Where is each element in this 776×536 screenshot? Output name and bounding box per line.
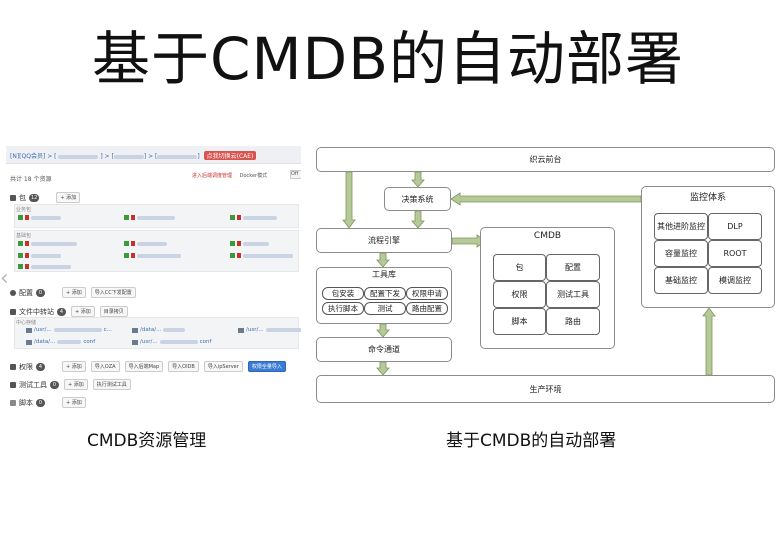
monitoring-label: 监控体系 xyxy=(689,193,726,203)
script-icon xyxy=(10,399,16,406)
cmdb-label: CMDB xyxy=(533,231,562,241)
section-permission: 权限 4 + 添加 导入OZA 导入后端Map 导入OIDB 导入ipServe… xyxy=(10,361,286,372)
backend-link[interactable]: 进入后端调度管理 Docker模式 xyxy=(192,173,268,179)
monitor-item: 基础监控 xyxy=(654,267,708,294)
run-test-button[interactable]: 执行测试工具 xyxy=(92,379,131,390)
list-item[interactable]: /data/...conf xyxy=(26,339,95,345)
section-test-tools: 测试工具 0 + 添加 执行测试工具 xyxy=(10,379,131,390)
top-frontend-box: 织云前台 xyxy=(316,147,775,172)
monitor-item: ROOT xyxy=(708,240,762,267)
arrow-decision-to-flow xyxy=(411,210,425,229)
monitor-item: 容量监控 xyxy=(654,240,708,267)
list-item[interactable]: /data/... xyxy=(132,327,186,333)
package-icon xyxy=(10,194,16,201)
lock-icon xyxy=(10,363,16,370)
script-add-button[interactable]: + 添加 xyxy=(62,397,86,408)
dir-copy-button[interactable]: 目录拷贝 xyxy=(99,306,128,317)
cmdb-item: 配置 xyxy=(546,254,600,281)
section-pkg: 包 12 + 添加 xyxy=(10,192,81,203)
import-ipserver-button[interactable]: 导入ipServer xyxy=(203,361,243,372)
cmdb-resource-screenshot: [N][QQ会员] > [ ] > [] > [] 点我切换云(CAE) 共计 … xyxy=(6,146,301,414)
perm-add-button[interactable]: + 添加 xyxy=(62,361,86,372)
monitor-item: DLP xyxy=(708,213,762,240)
production-env-box: 生产环境 xyxy=(316,375,775,403)
caption-right: 基于CMDB的自动部署 xyxy=(446,431,617,451)
monitor-item: 模调监控 xyxy=(708,267,762,294)
arrow-production-to-monitor xyxy=(702,307,716,376)
list-item[interactable] xyxy=(124,253,181,258)
list-item[interactable] xyxy=(230,253,293,258)
list-item[interactable] xyxy=(230,241,269,246)
arrow-toolbox-to-command xyxy=(376,323,390,338)
section-files: 文件中转站 4 + 添加 目录拷贝 xyxy=(10,306,128,317)
prev-arrow-icon[interactable]: ‹ xyxy=(0,266,9,291)
docker-mode-select[interactable]: Off xyxy=(290,170,301,179)
resource-total: 共计 18 个资源 xyxy=(10,176,52,183)
decision-system-box: 决策系统 xyxy=(384,187,451,211)
tool-item: 包安装 xyxy=(322,287,364,300)
list-item[interactable]: /usr/...c... xyxy=(26,327,112,333)
import-cc-button[interactable]: 导入CC下发配置 xyxy=(90,287,136,298)
cmdb-item: 包 xyxy=(493,254,546,281)
import-oza-button[interactable]: 导入OZA xyxy=(90,361,120,372)
page-title: 基于CMDB的自动部署 xyxy=(92,25,684,93)
breadcrumb: [N][QQ会员] > [ ] > [] > [] 点我切换云(CAE) xyxy=(6,146,301,164)
monitor-item: 其他进阶监控 xyxy=(654,213,708,240)
arrow-frontend-to-decision xyxy=(411,171,425,188)
command-channel-box: 命令通道 xyxy=(316,337,452,362)
arrow-frontend-to-flow xyxy=(342,171,356,229)
list-item[interactable] xyxy=(124,215,175,220)
tool-item: 权限申请 xyxy=(406,287,448,300)
files-add-button[interactable]: + 添加 xyxy=(71,306,95,317)
list-item[interactable] xyxy=(18,215,61,220)
perm-import-all-button[interactable]: 权限全量导入 xyxy=(247,361,286,372)
caption-left: CMDB资源管理 xyxy=(87,431,207,451)
cmdb-item: 测试工具 xyxy=(546,281,600,308)
import-oidb-button[interactable]: 导入OIDB xyxy=(168,361,199,372)
tool-item: 执行脚本 xyxy=(322,302,364,315)
list-item[interactable]: /usr/... xyxy=(238,327,301,333)
list-item[interactable] xyxy=(18,253,61,258)
list-item[interactable]: /usr/...conf xyxy=(132,339,211,345)
flow-engine-box: 流程引擎 xyxy=(316,228,452,253)
pkg-count: 12 xyxy=(29,193,40,202)
section-scripts: 脚本 0 + 添加 xyxy=(10,397,86,408)
folder-icon xyxy=(10,308,16,315)
arrow-command-to-production xyxy=(376,361,390,376)
tool-icon xyxy=(10,381,16,388)
tool-item: 配置下发 xyxy=(364,287,406,300)
cmdb-item: 权限 xyxy=(493,281,546,308)
tool-item: 路由配置 xyxy=(406,302,448,315)
cmdb-item: 脚本 xyxy=(493,308,546,335)
test-add-button[interactable]: + 添加 xyxy=(64,379,88,390)
cloud-badge[interactable]: 点我切换云(CAE) xyxy=(203,151,257,160)
arrow-monitor-to-decision xyxy=(450,192,642,206)
config-add-button[interactable]: + 添加 xyxy=(62,287,86,298)
list-item[interactable] xyxy=(230,215,277,220)
pkg-add-button[interactable]: + 添加 xyxy=(56,192,81,203)
import-map-button[interactable]: 导入后端Map xyxy=(124,361,164,372)
list-item[interactable] xyxy=(18,264,71,269)
gear-icon xyxy=(10,289,16,296)
list-item[interactable] xyxy=(124,241,167,246)
cmdb-item: 路由 xyxy=(546,308,600,335)
tool-item: 测试 xyxy=(364,302,406,315)
list-item[interactable] xyxy=(18,241,77,246)
section-config: 配置 0 + 添加 导入CC下发配置 xyxy=(10,287,136,298)
toolbox-label: 工具库 xyxy=(372,270,396,279)
arrow-flow-to-toolbox xyxy=(376,252,390,268)
